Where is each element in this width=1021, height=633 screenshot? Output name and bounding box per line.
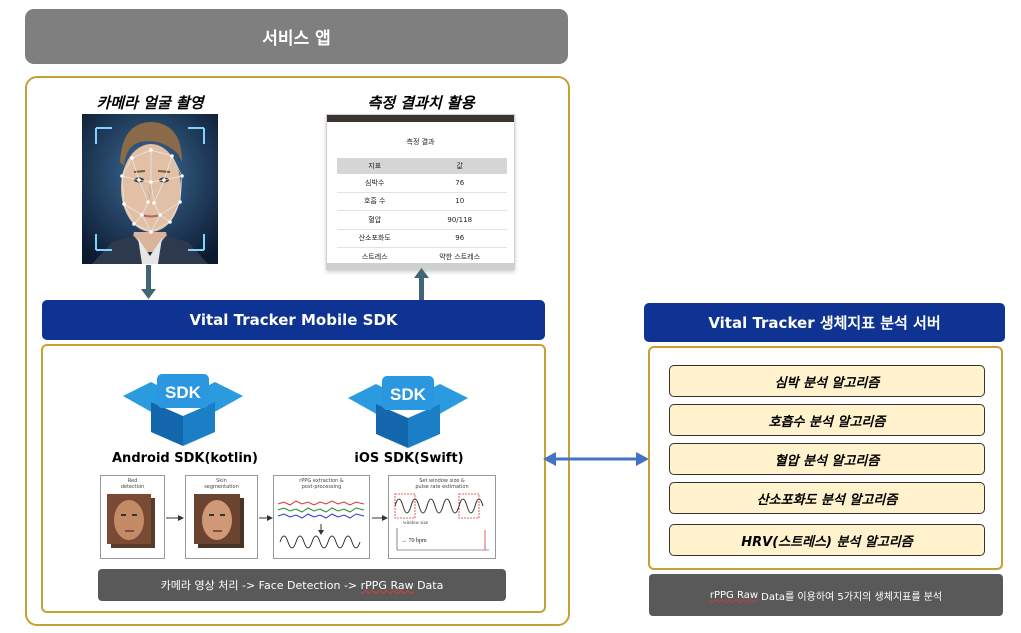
pipeline-step-title: Red detection <box>120 478 145 490</box>
metric-value: 10 <box>412 192 507 211</box>
results-table: 지표 값 심박수 76 호흡 수 10 혈압 90/118 산소포화도 96 스 <box>337 158 507 267</box>
metric-name: 산소포화도 <box>337 229 413 248</box>
face-scan-image <box>82 114 218 264</box>
metric-name: 호흡 수 <box>337 192 413 211</box>
service-app-header: 서비스 앱 <box>25 9 568 64</box>
pulse-rate-graph: window size → 70 bpm <box>394 493 489 551</box>
server-note-text: Data를 이용하여 5가지의 생체지표를 분석 <box>758 591 943 603</box>
algorithm-hrv-stress: HRV(스트레스) 분석 알고리즘 <box>669 524 985 556</box>
window-size-label: window size <box>403 521 429 526</box>
process-flow-bar: 카메라 영상 처리 -> Face Detection -> rPPG Raw … <box>98 569 506 601</box>
pipeline-step-skin-segmentation: Skin segmentation <box>185 475 258 559</box>
metric-value: 96 <box>412 229 507 248</box>
sdk-icon-text: SDK <box>165 383 202 402</box>
table-row: 호흡 수 10 <box>337 192 507 211</box>
pipeline-arrow-icon <box>259 515 273 521</box>
pipeline-step-pulse-rate: Set window size & pulse rate estimation … <box>388 475 496 559</box>
sdk-frame <box>41 344 546 613</box>
bpm-label: → 70 bpm <box>401 538 427 544</box>
results-card-top <box>327 115 514 122</box>
results-caption: 측정 결과치 활용 <box>367 94 475 112</box>
server-note-bar: rPPG Raw Data를 이용하여 5가지의 생체지표를 분석 <box>649 574 1003 616</box>
service-app-frame <box>25 76 570 626</box>
algorithm-heart-rate: 심박 분석 알고리즘 <box>669 365 985 397</box>
algorithm-blood-pressure: 혈압 분석 알고리즘 <box>669 443 985 475</box>
table-row: 심박수 76 <box>337 174 507 193</box>
metric-name: 혈압 <box>337 210 413 230</box>
table-row: 혈압 90/118 <box>337 210 507 230</box>
server-note-rppg-term: rPPG Raw <box>709 589 758 601</box>
metric-name: 심박수 <box>337 174 413 193</box>
results-card-bottom <box>327 263 514 269</box>
table-row: 산소포화도 96 <box>337 229 507 248</box>
pipeline-step-red-detection: Red detection <box>100 475 165 559</box>
pipeline-arrow-icon <box>166 515 184 521</box>
server-frame <box>648 346 1003 570</box>
process-flow-rppg-term: rPPG Raw <box>360 578 414 592</box>
face-thumbnail <box>107 494 155 548</box>
sdk-to-results-arrow-shaft <box>419 277 424 301</box>
bidirectional-arrow-icon <box>543 452 649 466</box>
up-arrow-icon <box>414 268 429 278</box>
ios-sdk-label: iOS SDK(Swift) <box>354 451 464 466</box>
algorithm-respiration: 호흡수 분석 알고리즘 <box>669 404 985 436</box>
pipeline-step-title: Skin segmentation <box>204 478 239 490</box>
ios-sdk-box-icon: SDK <box>348 376 468 448</box>
results-card: 측정 결과 지표 값 심박수 76 호흡 수 10 혈압 90/118 산소포화… <box>326 114 515 270</box>
down-arrow-icon <box>141 289 156 299</box>
metric-value: 90/118 <box>412 210 507 230</box>
pipeline-arrow-icon <box>372 515 388 521</box>
metric-value: 76 <box>412 174 507 193</box>
pipeline-step-rppg-extraction: rPPG extraction & post-processing <box>273 475 370 559</box>
results-card-title: 측정 결과 <box>406 138 435 146</box>
process-flow-text: 카메라 영상 처리 -> Face Detection -> <box>160 579 361 592</box>
table-row: 스트레스 약한 스트레스 <box>337 247 507 267</box>
algorithm-oxygen-saturation: 산소포화도 분석 알고리즘 <box>669 482 985 514</box>
results-header-value: 값 <box>412 158 507 174</box>
results-header-metric: 지표 <box>337 158 413 174</box>
camera-to-sdk-arrow-shaft <box>146 265 151 292</box>
face-thumbnail <box>194 494 244 548</box>
process-flow-suffix: Data <box>413 578 444 592</box>
camera-caption: 카메라 얼굴 촬영 <box>96 94 204 112</box>
pipeline-step-title: Set window size & pulse rate estimation <box>415 478 469 490</box>
android-sdk-box-icon: SDK <box>123 374 243 446</box>
analysis-server-bar: Vital Tracker 생체지표 분석 서버 <box>644 303 1005 342</box>
mobile-sdk-bar: Vital Tracker Mobile SDK <box>42 300 545 340</box>
pipeline-step-title: rPPG extraction & post-processing <box>299 478 344 490</box>
sdk-icon-text: SDK <box>390 385 427 404</box>
rppg-signal-graph <box>277 500 365 549</box>
android-sdk-label: Android SDK(kotlin) <box>112 451 258 466</box>
